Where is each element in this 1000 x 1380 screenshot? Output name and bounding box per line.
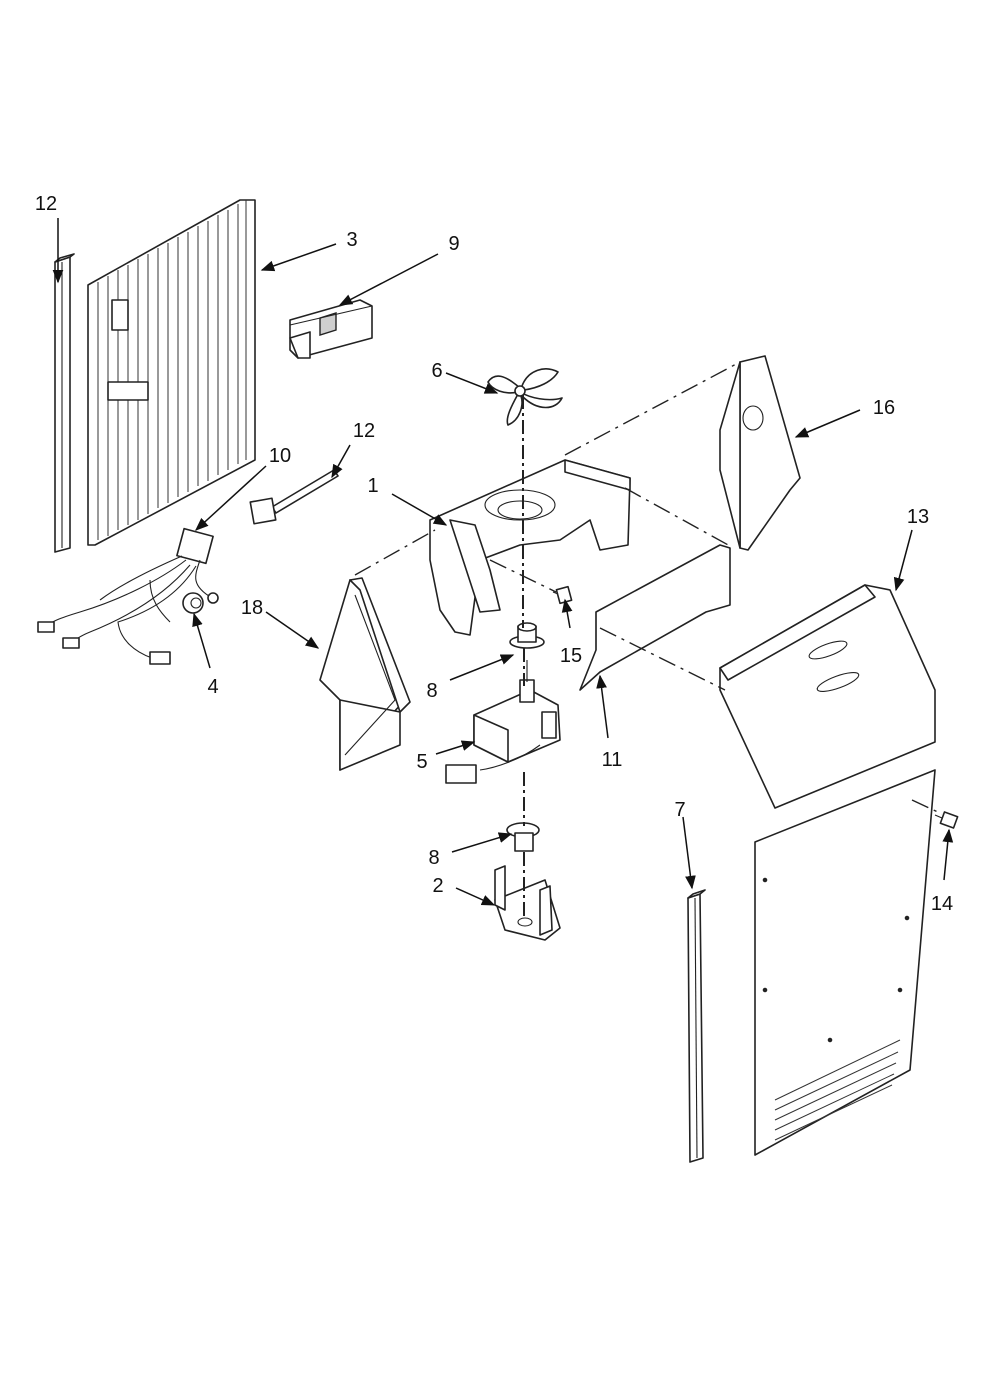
callout-9: 9 — [448, 233, 459, 255]
callout-labels: 12 3 9 6 16 12 10 1 13 18 15 4 8 11 5 7 … — [35, 193, 953, 915]
callout-8-lower: 8 — [428, 847, 439, 869]
callout-1: 1 — [367, 475, 378, 497]
callout-18: 18 — [241, 597, 263, 619]
part-5-fan-motor — [445, 660, 561, 784]
part-1-fan-shroud — [429, 459, 631, 636]
part-2-motor-bracket — [494, 865, 561, 941]
callout-15: 14 — [931, 893, 953, 915]
part-14-upper-panel — [719, 584, 936, 809]
part-8-bushing-upper — [509, 622, 545, 649]
part-15-screw — [934, 811, 959, 829]
callout-10: 10 — [269, 445, 291, 467]
callout-3: 3 — [346, 229, 357, 251]
callout-6: 6 — [431, 360, 442, 382]
part-13-seal-strip — [54, 253, 75, 553]
callout-12: 12 — [353, 420, 375, 442]
callout-5: 5 — [416, 751, 427, 773]
callout-17: 16 — [873, 397, 895, 419]
part-16-screw — [552, 585, 573, 605]
part-4-grommet — [182, 592, 204, 614]
callout-11: 11 — [602, 749, 623, 771]
callout-8-upper: 8 — [426, 680, 437, 702]
part-6-fan-blade — [487, 368, 563, 426]
part-18-side-duct — [319, 577, 411, 771]
callout-leaders — [52, 218, 954, 906]
assembly-lines — [354, 361, 943, 920]
callout-2: 2 — [432, 875, 443, 897]
part-10-wiring-harness — [37, 527, 219, 665]
part-17-triangular-panel — [719, 355, 801, 551]
callout-4: 4 — [207, 676, 218, 698]
part-3-evaporator-cover — [87, 199, 256, 546]
part-9-bracket — [289, 299, 373, 359]
part-12-cable-tie — [249, 469, 339, 525]
part-7-seal-strip — [687, 889, 706, 1163]
callout-7: 7 — [674, 799, 685, 821]
callout-16: 15 — [560, 645, 582, 667]
callout-13: 12 — [35, 193, 57, 215]
callout-14: 13 — [907, 506, 929, 528]
lower-rear-panel — [754, 769, 936, 1156]
part-8-bushing-lower — [506, 822, 540, 852]
part-11-baffle — [579, 544, 731, 691]
